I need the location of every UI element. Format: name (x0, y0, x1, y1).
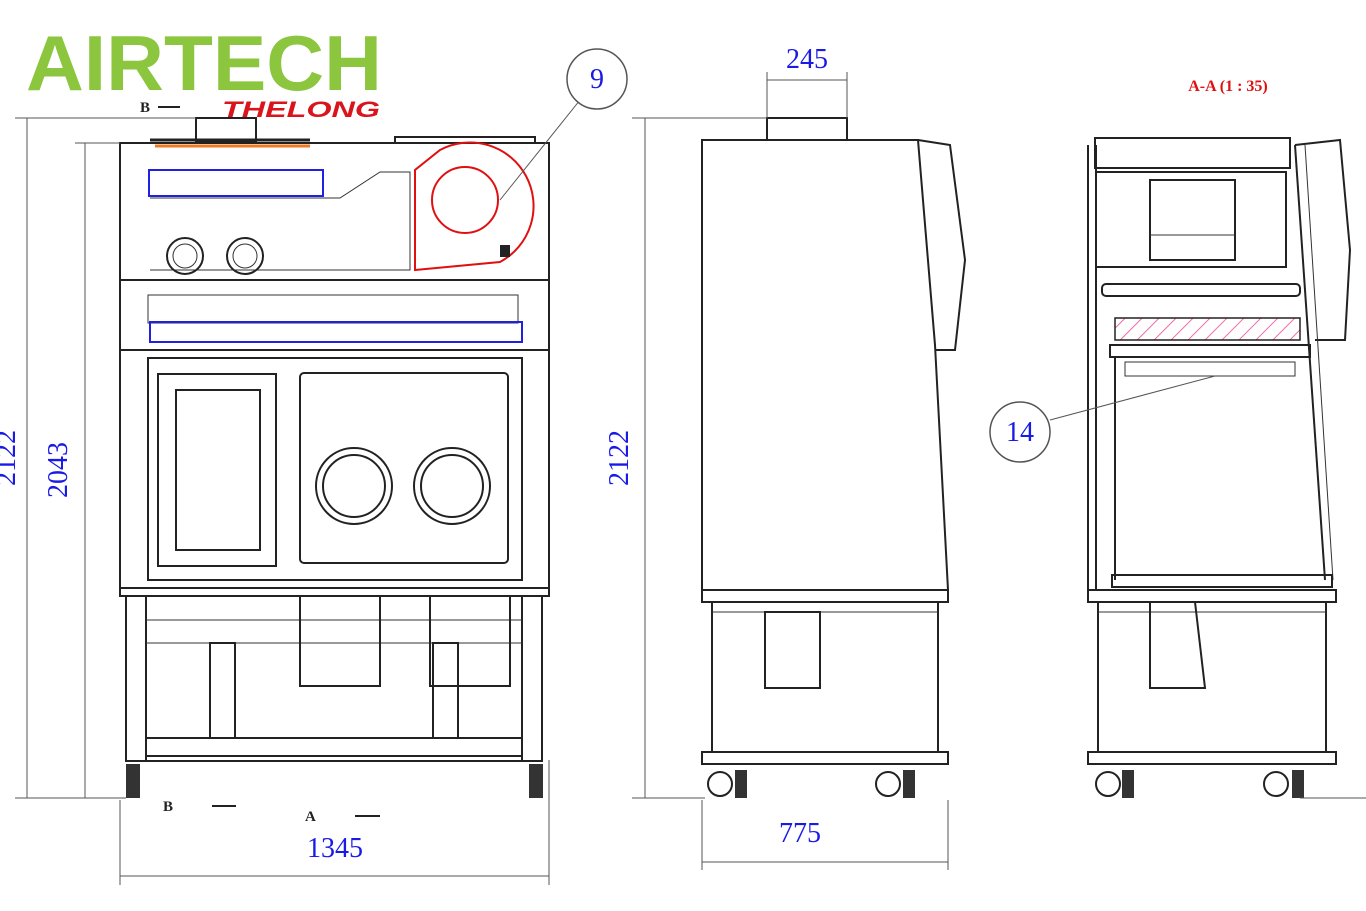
section-marker-a: A (305, 809, 316, 825)
dim-front-height-body: 2043 (43, 442, 74, 498)
balloon-14 (989, 401, 1051, 463)
balloon-14-label: 14 (1006, 417, 1034, 448)
dim-side-height: 2122 (604, 430, 635, 486)
front-view: 2122 2043 1345 B B A 9 (0, 48, 628, 885)
hepa-hatch (1114, 317, 1301, 341)
side-view: 245 2122 775 (604, 44, 967, 870)
dim-front-width: 1345 (307, 833, 363, 864)
section-marker-b-top: B (140, 100, 150, 116)
logo-sub: THELONG (222, 97, 380, 122)
dim-side-depth: 775 (779, 818, 821, 849)
section-view: A-A (1 : 35) 710 14 (989, 78, 1366, 799)
logo-brand: AIRTECH (26, 19, 382, 107)
hepa-filter (149, 321, 523, 343)
balloon-9 (566, 48, 628, 110)
prefilter (148, 169, 324, 197)
fan-blower (414, 141, 535, 272)
balloon-9-label: 9 (590, 64, 604, 95)
dim-duct-width: 245 (786, 44, 828, 75)
dim-front-height-total: 2122 (0, 430, 22, 486)
section-title: A-A (1 : 35) (1188, 78, 1268, 95)
airtech-logo: AIRTECH THELONG (26, 19, 382, 122)
section-marker-b-bottom: B (163, 799, 173, 815)
